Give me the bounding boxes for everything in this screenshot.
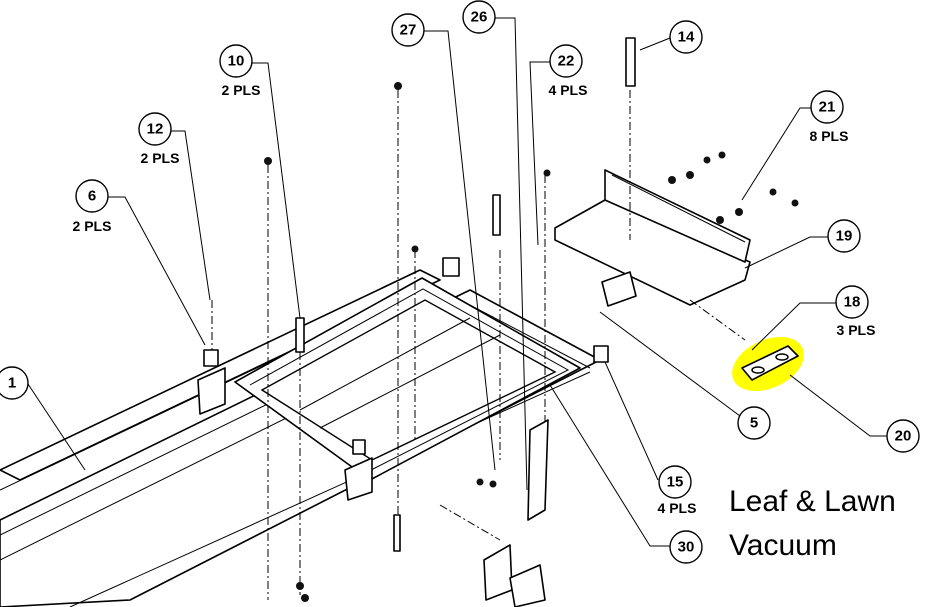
callout-18: 18 3 PLS	[835, 285, 876, 338]
callout-number: 10	[228, 53, 245, 70]
callout-number: 20	[895, 428, 912, 445]
callout-30: 30	[669, 530, 703, 564]
callout-10: 10 2 PLS	[219, 44, 261, 98]
cross-frame	[197, 277, 581, 501]
callout-22: 22 4 PLS	[549, 44, 588, 98]
callout-number: 21	[819, 99, 836, 116]
callout-15: 15 4 PLS	[658, 465, 697, 516]
bracket-19	[554, 169, 751, 306]
callout-quantity: 2 PLS	[73, 218, 112, 234]
callout-number: 19	[836, 228, 853, 245]
callout-20: 20	[886, 419, 920, 453]
callout-number: 5	[750, 415, 758, 432]
callout-number: 22	[558, 53, 575, 70]
callout-quantity: 2 PLS	[141, 150, 180, 166]
callout-quantity: 4 PLS	[658, 500, 697, 516]
callout-12: 12 2 PLS	[138, 112, 180, 166]
callout-21: 21 8 PLS	[810, 90, 849, 144]
callout-quantity: 3 PLS	[837, 322, 876, 338]
hardware	[203, 37, 799, 607]
callout-number: 26	[471, 9, 488, 26]
callout-quantity: 2 PLS	[222, 82, 261, 98]
callout-number: 6	[88, 188, 96, 205]
caption-line-2: Vacuum	[729, 529, 837, 562]
callout-quantity: 4 PLS	[549, 82, 588, 98]
callout-number: 18	[844, 294, 861, 311]
callout-number: 1	[8, 375, 16, 392]
callout-14: 14	[669, 20, 703, 54]
callout-number: 15	[667, 474, 684, 491]
callout-number: 27	[400, 22, 417, 39]
caption-line-1: Leaf & Lawn	[729, 485, 896, 518]
callout-27: 27	[391, 13, 425, 47]
callout-6: 6 2 PLS	[73, 179, 112, 234]
callout-1: 1	[0, 366, 29, 400]
callout-number: 12	[147, 121, 164, 138]
callout-26: 26	[462, 0, 496, 34]
callout-number: 14	[678, 29, 695, 46]
callout-quantity: 8 PLS	[810, 128, 849, 144]
callout-5: 5	[737, 406, 771, 440]
leader-lines	[27, 17, 890, 547]
callout-number: 30	[678, 539, 695, 556]
plate-20-highlighted	[732, 336, 804, 392]
diagram-caption: Leaf & Lawn Vacuum	[729, 480, 896, 568]
callout-19: 19	[827, 219, 861, 253]
